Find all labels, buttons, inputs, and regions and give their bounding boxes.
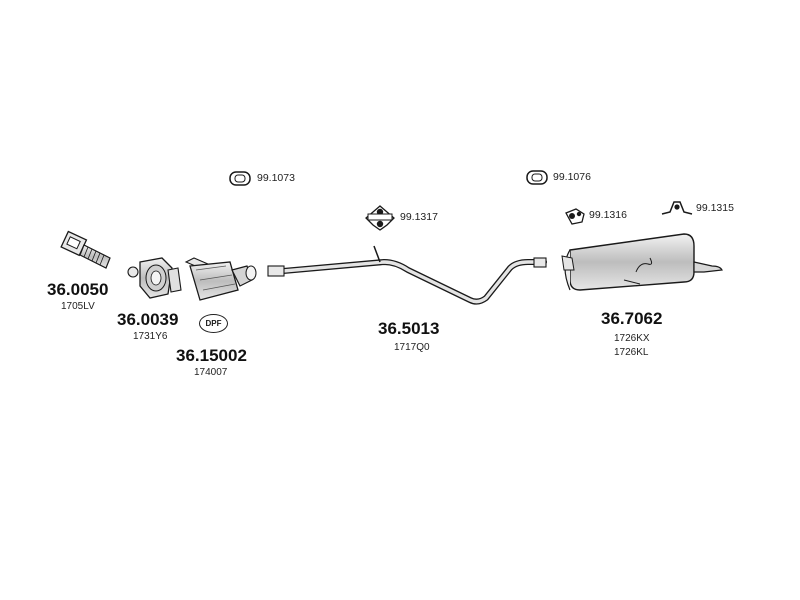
particulate-filter-drawing bbox=[184, 257, 257, 301]
rear-silencer-drawing bbox=[561, 233, 723, 291]
mounting-bracket-icon bbox=[661, 201, 693, 215]
part-number: 36.0050 bbox=[47, 280, 109, 299]
part-reference: 1705LV bbox=[61, 301, 95, 312]
part-reference: 1717Q0 bbox=[394, 342, 430, 353]
part-number: 36.15002 bbox=[176, 346, 247, 365]
flex-pipe-drawing bbox=[60, 230, 111, 269]
part-reference: 1726KX bbox=[614, 333, 650, 344]
dpf-badge: DPF bbox=[199, 314, 228, 333]
part-number: 36.7062 bbox=[601, 309, 663, 328]
part-reference: 1731Y6 bbox=[133, 331, 168, 342]
part-number: 36.0039 bbox=[117, 310, 179, 329]
middle-pipe-drawing bbox=[267, 245, 547, 305]
accessory-number: 99.1316 bbox=[589, 209, 627, 221]
part-number: 36.5013 bbox=[378, 319, 440, 338]
accessory-number: 99.1317 bbox=[400, 211, 438, 223]
accessory-number: 99.1076 bbox=[553, 171, 591, 183]
catalyst-drawing bbox=[127, 257, 182, 299]
rubber-ring-icon bbox=[229, 171, 251, 186]
part-reference: 1726KL bbox=[614, 347, 649, 358]
rubber-hanger-icon bbox=[365, 205, 395, 231]
accessory-number: 99.1073 bbox=[257, 172, 295, 184]
rubber-hanger-icon bbox=[565, 208, 585, 225]
rubber-ring-icon bbox=[526, 170, 548, 185]
accessory-number: 99.1315 bbox=[696, 202, 734, 214]
part-reference: 174007 bbox=[194, 367, 228, 378]
